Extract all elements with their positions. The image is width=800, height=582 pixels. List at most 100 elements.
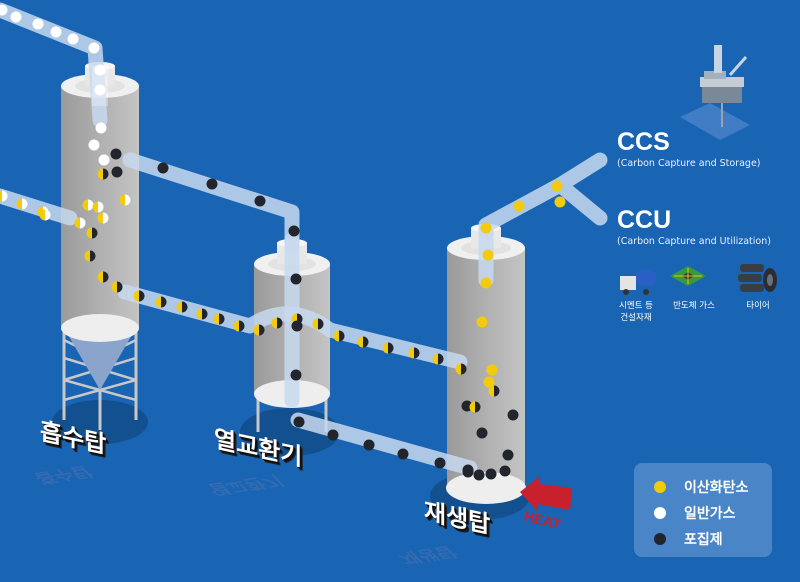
legend-item-co2: 이산화탄소 <box>654 477 748 497</box>
use-cement-label: 시멘트 등 건설자재 <box>612 300 660 324</box>
absorbent-particle <box>499 465 511 477</box>
absorbent-particle <box>461 400 473 412</box>
rich-particle <box>455 363 467 375</box>
absorbent-particle <box>397 448 409 460</box>
absorbent-particle <box>507 409 519 421</box>
gas-particle <box>67 33 79 45</box>
absorbent-particle <box>363 439 375 451</box>
rich-particle <box>155 296 167 308</box>
ccs-subtitle: (Carbon Capture and Storage) <box>617 158 761 169</box>
rich-particle <box>213 313 225 325</box>
rich-particle <box>312 318 324 330</box>
use-tire-label: 타이어 <box>746 301 770 311</box>
co2-particle <box>554 196 566 208</box>
gas-particle <box>98 154 110 166</box>
absorbent-particle <box>254 195 266 207</box>
flue-particle <box>82 199 94 211</box>
flue-particle <box>16 198 28 210</box>
absorbent-particle <box>157 162 169 174</box>
rich-particle <box>176 301 188 313</box>
rich-particle <box>97 271 109 283</box>
flue-particle <box>119 194 131 206</box>
rich-particle <box>469 401 481 413</box>
use-cement-line1: 시멘트 등 <box>619 301 653 311</box>
rich-particle <box>408 347 420 359</box>
gas-particle <box>88 139 100 151</box>
use-semiconductor-label: 반도체 가스 <box>673 301 715 311</box>
flue-particle <box>0 190 8 202</box>
flue-particle <box>74 217 86 229</box>
absorbent-particle <box>473 469 485 481</box>
absorbent-particle <box>290 273 302 285</box>
use-cement-line2: 건설자재 <box>620 313 652 323</box>
rich-particle <box>233 320 245 332</box>
absorbent-particle <box>288 225 300 237</box>
absorbent-particle <box>293 416 305 428</box>
rich-particle <box>97 168 109 180</box>
rich-particle <box>382 342 394 354</box>
tire-icon <box>738 264 777 292</box>
co2-particle <box>483 376 495 388</box>
co2-particle <box>486 364 498 376</box>
flue-particle <box>97 212 109 224</box>
rich-particle <box>357 336 369 348</box>
rich-particle <box>86 227 98 239</box>
gas-particle <box>95 122 107 134</box>
absorbent-particle <box>476 427 488 439</box>
gas-dot-icon <box>654 507 666 519</box>
pipe-flue-inlet <box>0 188 78 226</box>
ccs-title: CCS <box>617 128 670 156</box>
absorbent-particle <box>291 320 303 332</box>
flue-particle <box>92 201 104 213</box>
legend-label-co2: 이산화탄소 <box>684 480 749 496</box>
absorbent-particle <box>110 148 122 160</box>
legend-item-absorbent: 포집제 <box>654 529 723 549</box>
rich-particle <box>196 308 208 320</box>
absorbent-particle <box>502 449 514 461</box>
absorbent-particle <box>462 466 474 478</box>
gas-particle <box>0 4 8 16</box>
legend-label-gas: 일반가스 <box>684 506 736 522</box>
rich-particle <box>333 330 345 342</box>
rich-particle <box>253 324 265 336</box>
gas-particle <box>94 84 106 96</box>
co2-particle <box>476 316 488 328</box>
heat-arrow-icon <box>520 476 572 512</box>
co2-particle <box>482 249 494 261</box>
pipe-co2-out <box>478 152 608 240</box>
gas-particle <box>10 11 22 23</box>
gas-particle <box>94 64 106 76</box>
rich-particle <box>133 290 145 302</box>
legend-label-absorbent: 포집제 <box>684 532 723 548</box>
absorbent-particle <box>290 369 302 381</box>
legend-item-gas: 일반가스 <box>654 503 736 523</box>
flue-particle <box>39 209 51 221</box>
ccu-title: CCU <box>617 206 672 234</box>
rich-particle <box>111 281 123 293</box>
absorbent-particle <box>206 178 218 190</box>
absorbent-particle <box>434 457 446 469</box>
rich-particle <box>271 317 283 329</box>
gas-particle <box>88 42 100 54</box>
ccu-subtitle: (Carbon Capture and Utilization) <box>617 236 771 247</box>
rich-particle <box>84 250 96 262</box>
rich-particle <box>488 385 500 397</box>
gas-particle <box>32 18 44 30</box>
absorbent-dot-icon <box>654 533 666 545</box>
pipe-absorber-to-exchanger-top <box>122 152 300 253</box>
absorbent-particle <box>327 429 339 441</box>
co2-particle <box>480 277 492 289</box>
co2-dot-icon <box>654 481 666 493</box>
chip-icon <box>670 266 706 286</box>
particles <box>0 4 566 481</box>
legend: 이산화탄소 일반가스 포집제 <box>634 463 772 557</box>
rich-particle <box>432 353 444 365</box>
absorbent-particle <box>485 468 497 480</box>
absorbent-particle <box>111 166 123 178</box>
co2-particle <box>480 222 492 234</box>
gas-particle <box>50 26 62 38</box>
offshore-platform-icon <box>680 45 750 140</box>
co2-particle <box>513 200 525 212</box>
cement-truck-icon <box>620 270 656 295</box>
